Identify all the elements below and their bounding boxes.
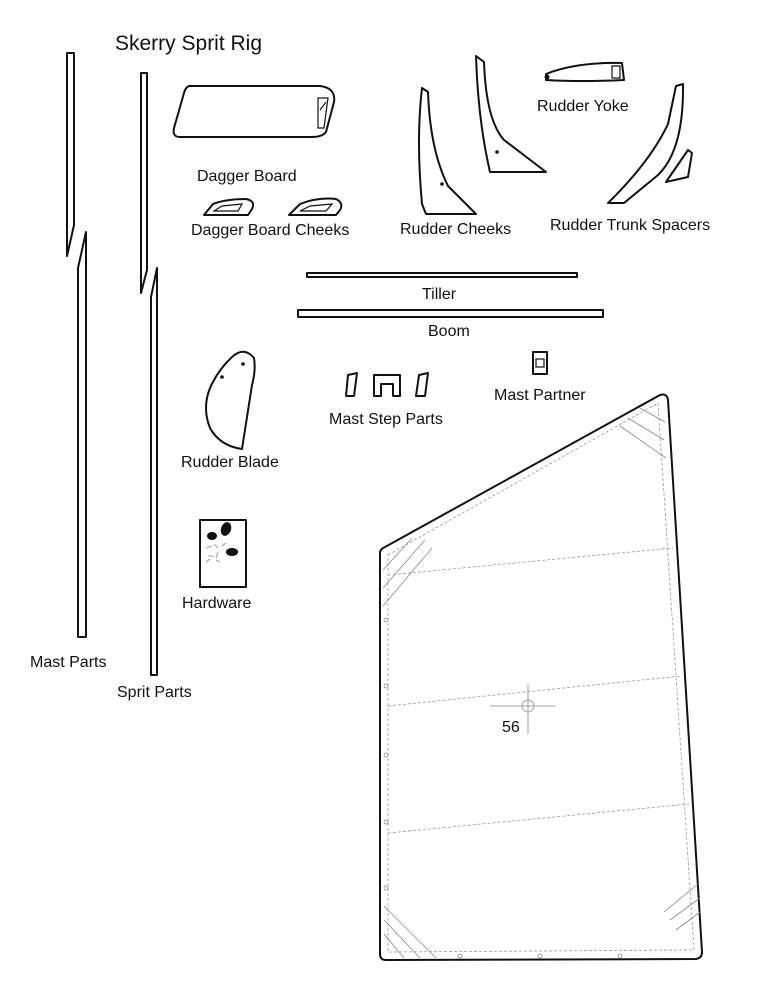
dagger-board	[172, 85, 336, 138]
rudder-cheeks-label: Rudder Cheeks	[400, 221, 511, 238]
mast-parts	[66, 52, 87, 638]
rudder-blade-label: Rudder Blade	[181, 454, 279, 471]
dagger-board-label: Dagger Board	[197, 168, 297, 185]
hardware	[199, 519, 247, 588]
sprit-parts	[140, 72, 158, 676]
mast-parts-label: Mast Parts	[30, 654, 106, 671]
mast-partner-label: Mast Partner	[494, 387, 586, 404]
sail-number: 56	[502, 719, 520, 736]
rudder-trunk-spacers-label: Rudder Trunk Spacers	[550, 217, 710, 234]
mast-step-parts	[345, 372, 429, 397]
hardware-label: Hardware	[182, 595, 251, 612]
tiller	[306, 272, 578, 278]
rudder-blade	[205, 350, 256, 450]
tiller-label: Tiller	[422, 286, 457, 303]
boom	[297, 309, 604, 318]
boom-label: Boom	[428, 323, 470, 340]
sprit-parts-label: Sprit Parts	[117, 684, 192, 701]
mast-partner	[532, 351, 548, 375]
rudder-yoke-label: Rudder Yoke	[537, 98, 629, 115]
diagram-title: Skerry Sprit Rig	[115, 32, 262, 55]
rudder-cheeks	[418, 55, 547, 215]
sail	[379, 393, 703, 961]
rudder-yoke	[544, 61, 625, 82]
dagger-board-cheeks	[203, 197, 343, 216]
rudder-trunk-spacers	[607, 83, 693, 204]
mast-step-parts-label: Mast Step Parts	[329, 411, 443, 428]
dagger-board-cheeks-label: Dagger Board Cheeks	[191, 222, 349, 239]
